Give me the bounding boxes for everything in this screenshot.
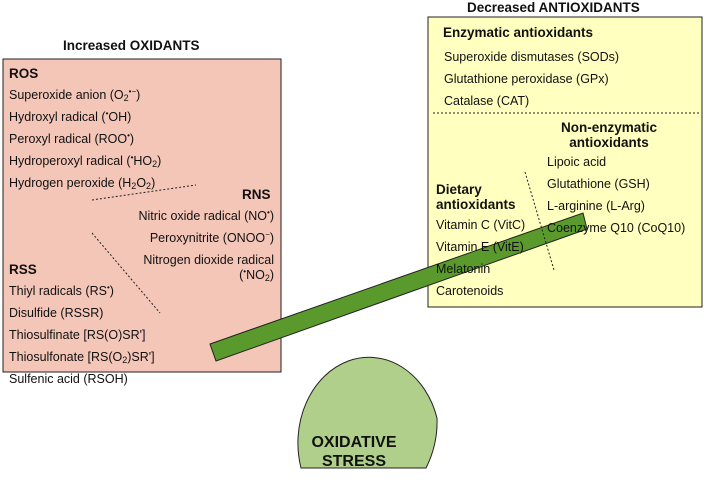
dietary-non-enzymatic-divider (524, 171, 555, 271)
formula-part: ) (109, 284, 114, 298)
non-enzymatic-item: Lipoic acid (547, 155, 607, 169)
non-enzymatic-title-line2: antioxidants (569, 135, 649, 150)
formula-part: Hydrogen peroxide (H (9, 176, 132, 190)
enzymatic-item: Catalase (CAT) (444, 94, 530, 108)
formula-part: Peroxynitrite (ONOO (149, 231, 266, 245)
non-enzymatic-item: Coenzyme Q10 (CoQ10) (547, 221, 686, 235)
rns-item: Nitric oxide radical (NO•) (138, 208, 275, 224)
formula-part: • (243, 267, 247, 276)
formula-part: Hydroxyl radical ( (9, 110, 106, 124)
formula-part: HO (133, 154, 153, 168)
formula-part: − (265, 230, 270, 239)
formula-part: Disulfide (RSSR) (9, 306, 104, 320)
formula-part: • (267, 208, 270, 217)
formula-part: ) (269, 231, 274, 245)
formula-part: Thiyl radicals (RS (9, 284, 107, 298)
non-enzymatic-title-line1: Non-enzymatic (560, 120, 658, 135)
rss-item: Thiosulfinate [RS(O)SR'] (9, 328, 145, 342)
formula-part: ) (269, 209, 274, 223)
formula-part: 2 (146, 181, 152, 191)
rns-title: RNS (242, 187, 271, 202)
enzymatic-item: Superoxide dismutases (SODs) (444, 50, 620, 64)
oxidants-heading: Increased OXIDANTS (63, 38, 200, 53)
dietary-title-line1: Dietary (436, 182, 482, 197)
enzymatic-item: Glutathione peroxidase (GPx) (444, 72, 609, 86)
rns-item: Peroxynitrite (ONOO−) (149, 230, 274, 246)
balance-beam (209, 212, 588, 362)
rss-item: Sulfenic acid (RSOH) (9, 372, 128, 386)
formula-part: Thiosulfinate [RS(O)SR'] (9, 328, 146, 342)
formula-part: OH) (108, 110, 132, 124)
rss-item: Disulfide (RSSR) (9, 306, 103, 320)
ros-rns-divider (91, 184, 197, 201)
formula-part: Peroxyl radical (ROO (9, 132, 128, 146)
formula-part: • (106, 283, 110, 292)
formula-part: Superoxide anion (O (9, 88, 124, 102)
rss-title: RSS (9, 262, 37, 277)
non-enzymatic-item: L-arginine (L-Arg) (547, 199, 645, 213)
formula-part: Sulfenic acid (RSOH) (9, 372, 128, 386)
ros-item: Superoxide anion (O2•−) (9, 87, 141, 103)
formula-part: •− (128, 87, 137, 96)
oxidative-stress-label-line1: OXIDATIVE (311, 434, 397, 451)
formula-part: 2 (152, 159, 158, 169)
rns-rss-divider (91, 232, 161, 314)
formula-part: 2 (122, 355, 128, 365)
oxidants-box (2, 58, 282, 373)
ros-item: Hydrogen peroxide (H2O2) (9, 176, 156, 191)
rns-item: Nitrogen dioxide radical (143, 253, 274, 267)
formula-part: Nitrogen dioxide radical (143, 253, 274, 267)
formula-part: ) (151, 176, 156, 190)
formula-part: 2 (123, 93, 129, 103)
formula-part: )SR'] (127, 350, 155, 364)
dietary-title-line2: antioxidants (436, 197, 516, 212)
enzymatic-title: Enzymatic antioxidants (443, 25, 594, 40)
non-enzymatic-item: Glutathione (GSH) (547, 177, 650, 191)
formula-part: NO (246, 268, 265, 282)
formula-part: ) (129, 132, 135, 146)
antioxidants-heading: Decreased ANTIOXIDANTS (467, 0, 640, 15)
formula-part: 2 (131, 181, 137, 191)
formula-part: 2 (264, 273, 270, 283)
formula-part: ) (157, 154, 162, 168)
ros-item: Hydroperoxyl radical (•HO2) (9, 153, 162, 169)
formula-part: ( (239, 268, 244, 282)
formula-part: ) (269, 268, 274, 282)
fulcrum (297, 356, 438, 469)
dietary-item: Vitamin C (VitC) (436, 218, 526, 232)
rns-item: (•NO2) (239, 267, 274, 283)
formula-part: • (130, 153, 134, 162)
ros-item: Peroxyl radical (ROO•) (9, 131, 135, 147)
formula-part: Hydroperoxyl radical ( (9, 154, 131, 168)
dietary-item: Melatonin (436, 262, 491, 276)
ros-item: Hydroxyl radical (•OH) (9, 109, 132, 125)
oxidative-stress-label-line2: STRESS (321, 453, 386, 470)
dietary-item: Carotenoids (436, 284, 504, 298)
formula-part: • (105, 109, 109, 118)
formula-part: ) (136, 88, 141, 102)
rss-item: Thiyl radicals (RS•) (9, 283, 114, 299)
dietary-item: Vitamin E (VitE) (436, 240, 524, 254)
rss-item: Thiosulfonate [RS(O2)SR'] (9, 350, 155, 365)
formula-part: O (136, 176, 147, 190)
formula-part: Nitric oxide radical (NO (138, 209, 268, 223)
formula-part: • (127, 131, 130, 140)
ros-title: ROS (9, 66, 39, 81)
formula-part: Thiosulfonate [RS(O (9, 350, 123, 364)
